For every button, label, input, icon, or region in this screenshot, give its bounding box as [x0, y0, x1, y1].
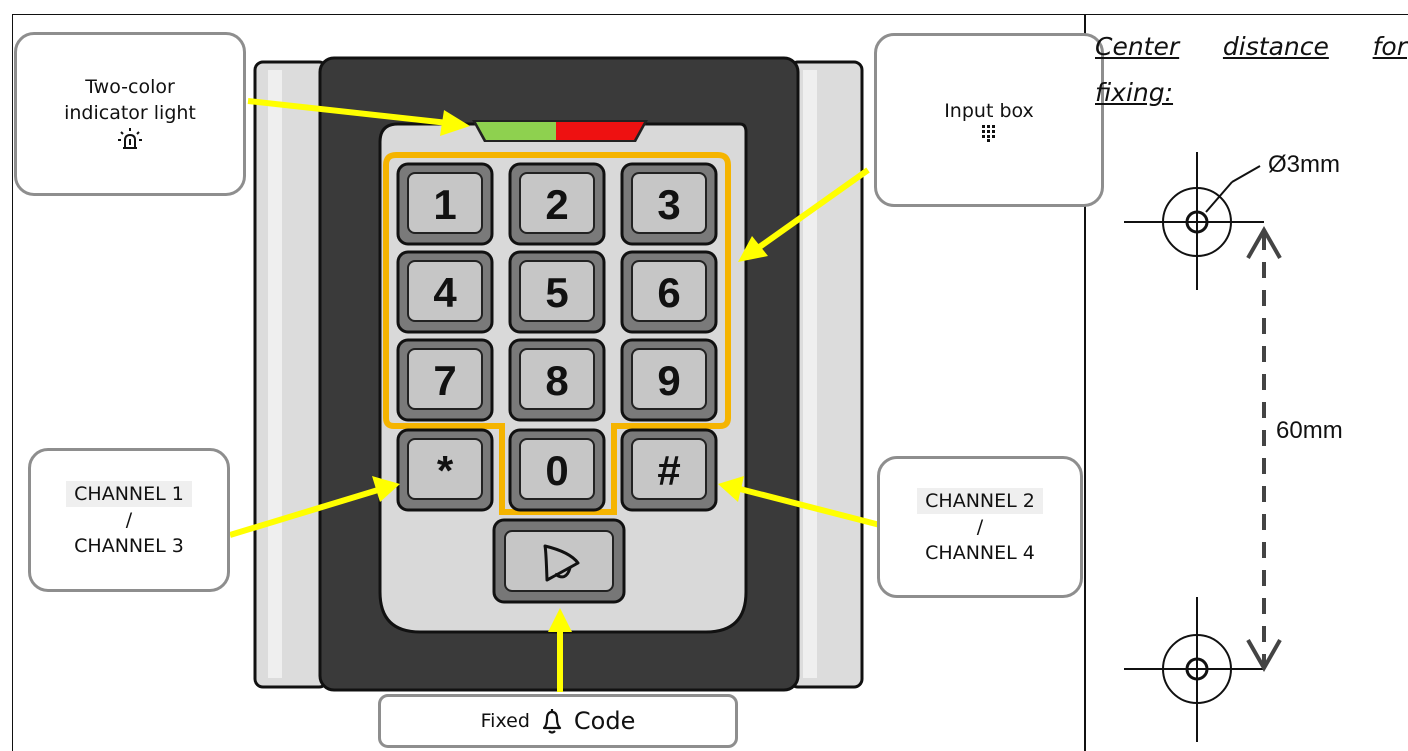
input-box-label: Input box	[944, 100, 1034, 122]
column-divider	[1084, 14, 1086, 751]
key-label: 8	[545, 357, 568, 404]
key-label: 2	[545, 181, 568, 228]
keypad-grid-icon	[982, 125, 995, 142]
input-box-highlight	[383, 152, 731, 515]
bell-icon	[542, 709, 561, 734]
key-star[interactable]: *	[396, 428, 494, 512]
title-word-distance: distance	[1222, 32, 1329, 61]
key-label: *	[437, 447, 454, 494]
channel-left-callout: CHANNEL 1 / CHANNEL 3	[28, 448, 230, 592]
key-hash[interactable]: #	[620, 428, 718, 512]
indicator-light-callout: Two-color indicator light	[14, 32, 246, 196]
title-word-center: Center	[1095, 32, 1180, 61]
key-3[interactable]: 3	[620, 162, 718, 246]
keypad-device: 1 2 3 4 5 6 7 8 9 * 0 #	[229, 56, 881, 692]
key-4[interactable]: 4	[396, 250, 494, 334]
title-line-2: fixing:	[1095, 78, 1174, 107]
mounting-hole-drawing: Ø3mm 60mm	[1124, 151, 1343, 742]
key-1[interactable]: 1	[396, 162, 494, 246]
channel-1-label: CHANNEL 1	[66, 481, 192, 507]
channel-2-label: CHANNEL 2	[917, 488, 1043, 514]
fixed-code-callout: Fixed Code	[378, 694, 738, 748]
key-label: 0	[545, 447, 568, 494]
key-label: 7	[433, 357, 456, 404]
right-rail	[788, 60, 864, 689]
key-8[interactable]: 8	[508, 338, 606, 422]
fixed-code-text: Code	[573, 707, 636, 735]
key-label: 9	[657, 357, 680, 404]
input-box-callout: Input box	[874, 33, 1104, 207]
distance-label: 60mm	[1276, 417, 1343, 444]
key-2[interactable]: 2	[508, 162, 606, 246]
key-label: 5	[545, 269, 568, 316]
indicator-line2: indicator light	[64, 102, 196, 124]
key-6[interactable]: 6	[620, 250, 718, 334]
title-line-1: Center distance for	[1095, 24, 1407, 70]
key-label: 1	[433, 181, 456, 228]
channel-left-separator: /	[125, 509, 133, 531]
key-5[interactable]: 5	[508, 250, 606, 334]
indicator-line1: Two-color	[85, 76, 175, 98]
channel-right-callout: CHANNEL 2 / CHANNEL 4	[877, 456, 1083, 598]
key-0[interactable]: 0	[508, 428, 606, 512]
key-label: 4	[433, 269, 457, 316]
key-label: 3	[657, 181, 680, 228]
key-label: #	[657, 447, 680, 494]
hole-diameter-label: Ø3mm	[1268, 151, 1340, 178]
channel-3-label: CHANNEL 3	[74, 535, 184, 557]
alarm-light-icon	[118, 128, 142, 149]
channel-right-separator: /	[976, 516, 984, 538]
title-word-for: for	[1372, 32, 1407, 61]
fixed-prefix: Fixed	[480, 710, 530, 732]
key-9[interactable]: 9	[620, 338, 718, 422]
key-label: 6	[657, 269, 680, 316]
bell-icon	[543, 544, 580, 582]
diagram-frame	[12, 14, 1408, 751]
left-rail	[253, 60, 329, 689]
channel-4-label: CHANNEL 4	[925, 542, 1035, 564]
center-distance-title: Center distance for fixing:	[1095, 24, 1407, 116]
key-7[interactable]: 7	[396, 338, 494, 422]
